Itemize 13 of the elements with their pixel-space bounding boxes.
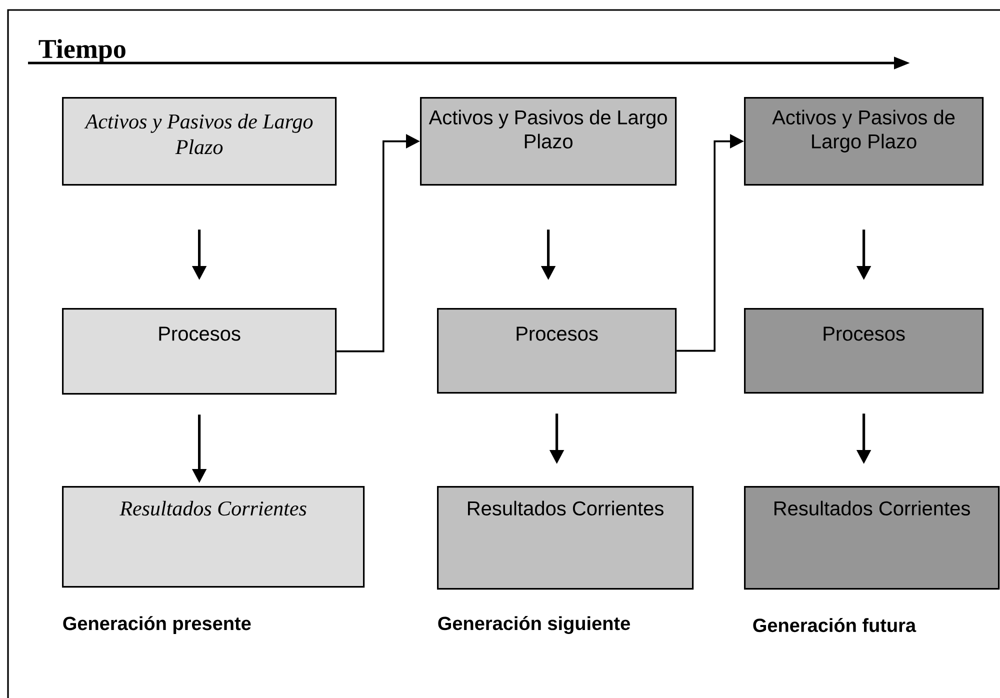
generation-label: Generación futura bbox=[753, 618, 916, 632]
asset-box: Activos y Pasivos de Largo Plazo bbox=[744, 97, 984, 186]
process-box: Procesos bbox=[62, 308, 337, 395]
generation-label: Generación siguiente bbox=[438, 616, 630, 634]
process-box: Procesos bbox=[437, 308, 677, 394]
result-box: Resultados Corrientes bbox=[437, 486, 694, 590]
process-box: Procesos bbox=[744, 308, 984, 394]
result-box: Resultados Corrientes bbox=[744, 486, 1000, 590]
result-box: Resultados Corrientes bbox=[62, 486, 365, 588]
asset-box: Activos y Pasivos de Largo Plazo bbox=[62, 97, 337, 186]
title: Tiempo bbox=[38, 39, 126, 64]
asset-box: Activos y Pasivos de Largo Plazo bbox=[420, 97, 677, 186]
generation-label: Generación presente bbox=[63, 616, 251, 634]
